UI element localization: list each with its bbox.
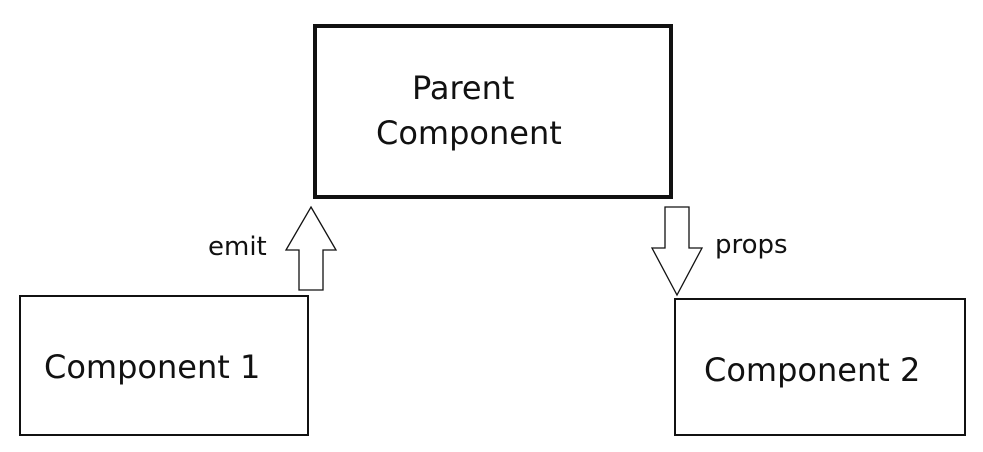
component-2-box: Component 2 (674, 298, 966, 436)
component-1-box: Component 1 (19, 295, 309, 436)
emit-arrow-shape (284, 205, 338, 291)
emit-label: emit (208, 232, 267, 262)
component-2-label: Component 2 (704, 351, 921, 389)
emit-arrow-up-icon (284, 205, 338, 291)
component-1-label: Component 1 (44, 348, 261, 386)
props-label: props (715, 230, 788, 260)
props-arrow-down-icon (650, 206, 704, 297)
parent-component-box: Parent Component (313, 24, 673, 199)
props-arrow-shape (650, 206, 704, 297)
parent-component-label-line2: Component (376, 114, 562, 152)
parent-component-label-line1: Parent (412, 69, 515, 107)
